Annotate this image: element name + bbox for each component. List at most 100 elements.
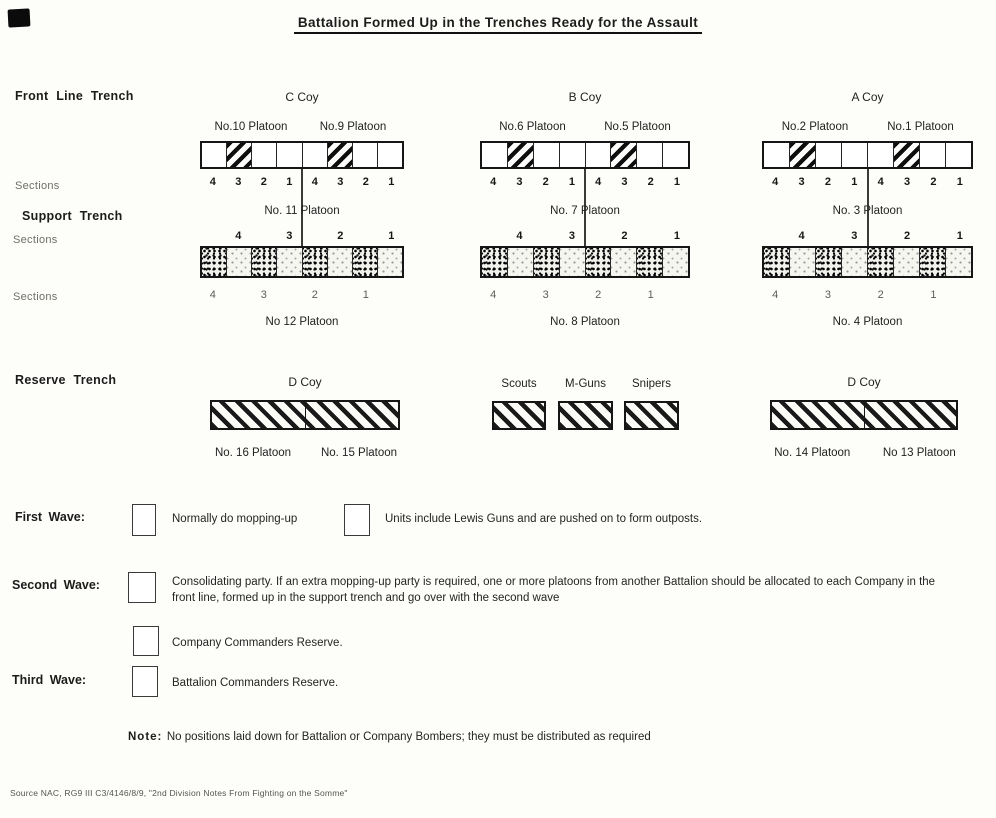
reserve-platoon-half	[772, 402, 864, 428]
section-cell	[816, 143, 842, 167]
company-commanders-reserve-text: Company Commanders Reserve.	[172, 637, 343, 649]
section-cell-ccr	[202, 248, 228, 276]
second-wave-swatch	[128, 572, 156, 603]
section-cell-ccr	[868, 248, 894, 276]
platoon-label: No.10 Platoon	[214, 121, 288, 133]
platoon-label: No.2 Platoon	[781, 121, 849, 133]
scouts-bar	[492, 401, 546, 430]
coy-label: D Coy	[847, 375, 881, 389]
source-citation: Source NAC, RG9 III C3/4146/8/9, "2nd Di…	[10, 788, 348, 798]
section-cell-ccr	[637, 248, 664, 276]
section-cell	[277, 143, 303, 167]
platoon-label: No. 3 Platoon	[832, 205, 903, 217]
front-trench-bar	[200, 141, 404, 169]
front-line-trench-label: Front Line Trench	[15, 89, 134, 103]
coy-label: B Coy	[568, 90, 602, 104]
front-trench-bar	[762, 141, 973, 169]
third-wave-swatch	[132, 666, 158, 697]
support-trench-bar	[762, 246, 973, 278]
section-cell-ccr	[352, 248, 378, 276]
platoon-label: No. 7 Platoon	[550, 205, 620, 217]
sections-label-support-bottom: Sections	[13, 291, 58, 303]
reserve-platoon-half	[212, 402, 305, 428]
section-cell-ccr	[252, 248, 278, 276]
first-wave-plain-text: Normally do mopping-up	[172, 513, 298, 525]
unit-label: M-Guns	[565, 378, 606, 390]
sections-label-support-top: Sections	[13, 234, 58, 246]
front-trench-bar	[480, 141, 690, 169]
platoon-label: No.9 Platoon	[319, 121, 387, 133]
section-cell-consolidating	[611, 248, 638, 276]
coy-label: C Coy	[285, 90, 319, 104]
section-cell-ccr	[482, 248, 508, 276]
section-cell-consolidating	[559, 248, 586, 276]
section-cell-consolidating	[377, 248, 402, 276]
coy-label: D Coy	[288, 375, 322, 389]
section-cell-lewis-gun	[790, 143, 816, 167]
first-wave-hatch-text: Units include Lewis Guns and are pushed …	[385, 513, 703, 525]
platoon-label: No 12 Platoon	[265, 316, 339, 328]
section-cell	[637, 143, 664, 167]
section-cell	[842, 143, 868, 167]
reserve-platoon-half	[304, 402, 399, 428]
mguns-bar	[558, 401, 613, 430]
section-cell-consolidating	[277, 248, 303, 276]
section-cell	[764, 143, 790, 167]
section-cell	[868, 143, 894, 167]
reserve-coy-bar	[770, 400, 958, 430]
section-cell-ccr	[585, 248, 612, 276]
section-cell-ccr	[920, 248, 946, 276]
support-trench-bar	[200, 246, 404, 278]
reserve-coy-bar	[210, 400, 400, 430]
section-cell	[252, 143, 278, 167]
first-wave-plain-swatch	[132, 504, 156, 536]
section-cell-consolidating	[227, 248, 253, 276]
section-cell-lewis-gun	[507, 143, 534, 167]
section-cell-consolidating	[790, 248, 816, 276]
section-cell-ccr	[302, 248, 328, 276]
section-cell-ccr	[816, 248, 842, 276]
page-title: Battalion Formed Up in the Trenches Read…	[293, 15, 703, 34]
unit-label: Snipers	[632, 378, 671, 390]
first-wave-label: First Wave:	[15, 510, 85, 524]
section-cell	[482, 143, 508, 167]
reserve-platoon-labels: No. 16 Platoon No. 15 Platoon	[214, 447, 398, 459]
section-cell	[378, 143, 402, 167]
section-cell-lewis-gun	[894, 143, 920, 167]
section-cell-consolidating	[327, 248, 353, 276]
platoon-label: No. 4 Platoon	[832, 316, 903, 328]
section-cell-ccr	[533, 248, 560, 276]
platoon-divider-line	[867, 169, 869, 278]
diagram-title-row: Battalion Formed Up in the Trenches Read…	[0, 14, 996, 34]
platoon-divider-line	[301, 169, 303, 278]
section-cell	[946, 143, 971, 167]
section-cell-ccr	[764, 248, 790, 276]
section-cell-consolidating	[946, 248, 971, 276]
section-cell	[202, 143, 228, 167]
section-cell	[560, 143, 586, 167]
section-cell-consolidating	[894, 248, 920, 276]
sections-label-front: Sections	[15, 180, 60, 192]
reserve-platoon-labels: No. 14 Platoon No 13 Platoon	[774, 447, 956, 459]
platoon-label: No.6 Platoon	[499, 121, 566, 133]
section-cell-lewis-gun	[327, 143, 353, 167]
platoon-label: No.5 Platoon	[604, 121, 671, 133]
section-cell	[534, 143, 560, 167]
platoon-label: No. 8 Platoon	[550, 316, 620, 328]
platoon-divider-line	[584, 169, 586, 278]
note-row: Note: No positions laid down for Battali…	[128, 727, 928, 745]
reserve-trench-label: Reserve Trench	[15, 373, 117, 387]
snipers-bar	[624, 401, 679, 430]
section-cell	[353, 143, 378, 167]
coy-label: A Coy	[851, 90, 884, 104]
reserve-platoon-half	[863, 402, 957, 428]
